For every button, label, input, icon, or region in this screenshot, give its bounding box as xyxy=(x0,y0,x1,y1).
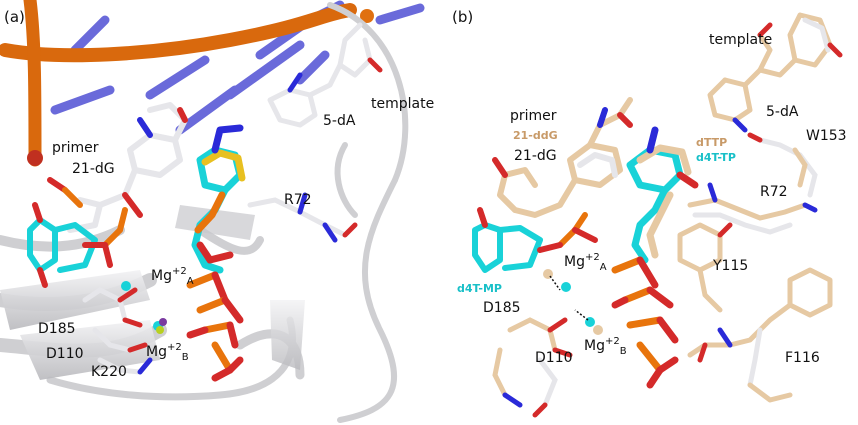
mga-sub-b: A xyxy=(600,262,607,273)
primer-phosphate-panel-a xyxy=(47,177,128,268)
catalytic-residues-panel-a xyxy=(82,287,153,375)
mgb-sup-a: +2 xyxy=(167,342,182,353)
mg-ion-b-alt2-panel-a xyxy=(156,326,164,334)
label-f116-b: F116 xyxy=(785,350,820,366)
label-21dg-a: 21-dG xyxy=(72,161,115,177)
incoming-nucleotide-panel-b xyxy=(626,126,699,264)
mga-sup-a: +2 xyxy=(172,266,187,277)
label-r72-b: R72 xyxy=(760,184,788,200)
label-template-b: template xyxy=(709,32,772,48)
catalytic-residues-panel-b xyxy=(492,317,573,418)
mgb-base-b: Mg xyxy=(584,338,605,354)
label-w153-b: W153 xyxy=(806,128,847,144)
w153-sidechain-panel-b xyxy=(747,132,818,198)
label-5da-a: 5-dA xyxy=(323,113,356,129)
mgb-sub-a: B xyxy=(182,352,189,363)
label-primer-a: primer xyxy=(52,140,99,156)
triphosphate-panel-a xyxy=(186,271,244,382)
dna-bases-panel-a xyxy=(50,0,425,135)
label-r72-a: R72 xyxy=(284,192,312,208)
label-d4ttp-b: d4T-TP xyxy=(696,151,736,164)
primer-nucleotide-panel-a xyxy=(67,102,188,233)
label-d110-b: D110 xyxy=(535,350,573,366)
helix-ribbon-c xyxy=(270,300,305,370)
mgb-base-a: Mg xyxy=(146,344,167,360)
label-y115-b: Y115 xyxy=(712,258,748,274)
template-sticks-panel-b xyxy=(707,12,843,133)
mg-ion-b-alt-panel-a xyxy=(159,318,167,326)
r72-sidechain-panel-b xyxy=(687,182,818,235)
label-5da-b: 5-dA xyxy=(766,104,799,120)
label-21dg-b: 21-dG xyxy=(514,148,557,164)
label-mga-a: Mg+2A xyxy=(151,266,194,287)
label-mga-b: Mg+2A xyxy=(564,252,607,273)
y115-sidechain-panel-b xyxy=(677,222,733,313)
mg-ion-a-wheat-panel-b xyxy=(543,269,553,279)
mg-ion-b-wheat-panel-b xyxy=(593,325,603,335)
helix-ribbon-b xyxy=(20,320,160,380)
label-d110-a: D110 xyxy=(46,346,84,362)
label-primer-b: primer xyxy=(510,108,557,124)
mga-base-a: Mg xyxy=(151,268,172,284)
mg-ion-a-panel-a xyxy=(121,281,131,291)
coordination-bond-b xyxy=(574,309,589,321)
mga-sup-b: +2 xyxy=(585,252,600,263)
label-21ddg-b: 21-ddG xyxy=(513,129,558,142)
helix-ribbon-a xyxy=(0,270,150,330)
r72-sidechain-panel-a xyxy=(247,192,358,243)
mg-ion-b-panel-b xyxy=(585,317,595,327)
primer-end-panel-a xyxy=(27,150,43,166)
template-5da-panel-a xyxy=(267,22,383,128)
incoming-nucleotide-panel-a xyxy=(191,124,246,274)
primer-nucleotides-panel-b xyxy=(492,97,633,218)
panel-b: (b) template 5-dA primer 21-ddG 21-dG dT… xyxy=(452,8,847,418)
panel-a-label: (a) xyxy=(4,8,25,26)
label-mgb-b: Mg+2B xyxy=(584,336,627,357)
helix-ribbon-d xyxy=(175,205,255,240)
label-d185-b: D185 xyxy=(483,300,521,316)
label-mgb-a: Mg+2B xyxy=(146,342,189,363)
d4t-mp-panel-a xyxy=(27,202,98,288)
triphosphate-panel-b xyxy=(611,256,679,389)
backbone-end-panel-a xyxy=(360,9,374,23)
panel-a: (a) primer 21-dG template 5-dA R72 Mg+2A… xyxy=(0,0,434,423)
mga-base-b: Mg xyxy=(564,254,585,270)
label-d185-a: D185 xyxy=(38,321,76,337)
mga-sub-a: A xyxy=(187,276,194,287)
primer-backbone-panel-a xyxy=(23,0,42,167)
dna-backbone-panel-a xyxy=(0,3,357,63)
mgb-sub-b: B xyxy=(620,346,627,357)
primer-phosphate-panel-b xyxy=(537,212,598,253)
d4t-mp-panel-b xyxy=(472,207,543,273)
coordination-bond-a xyxy=(549,275,561,291)
panel-b-label: (b) xyxy=(452,8,473,26)
label-template-a: template xyxy=(371,96,434,112)
mgb-sup-b: +2 xyxy=(605,336,620,347)
label-dttp-b: dTTP xyxy=(696,136,727,149)
mg-ion-a-panel-b xyxy=(561,282,571,292)
f116-sidechain-panel-b xyxy=(687,267,833,403)
label-d4tmp-b: d4T-MP xyxy=(457,282,502,295)
label-k220-a: K220 xyxy=(91,364,127,380)
